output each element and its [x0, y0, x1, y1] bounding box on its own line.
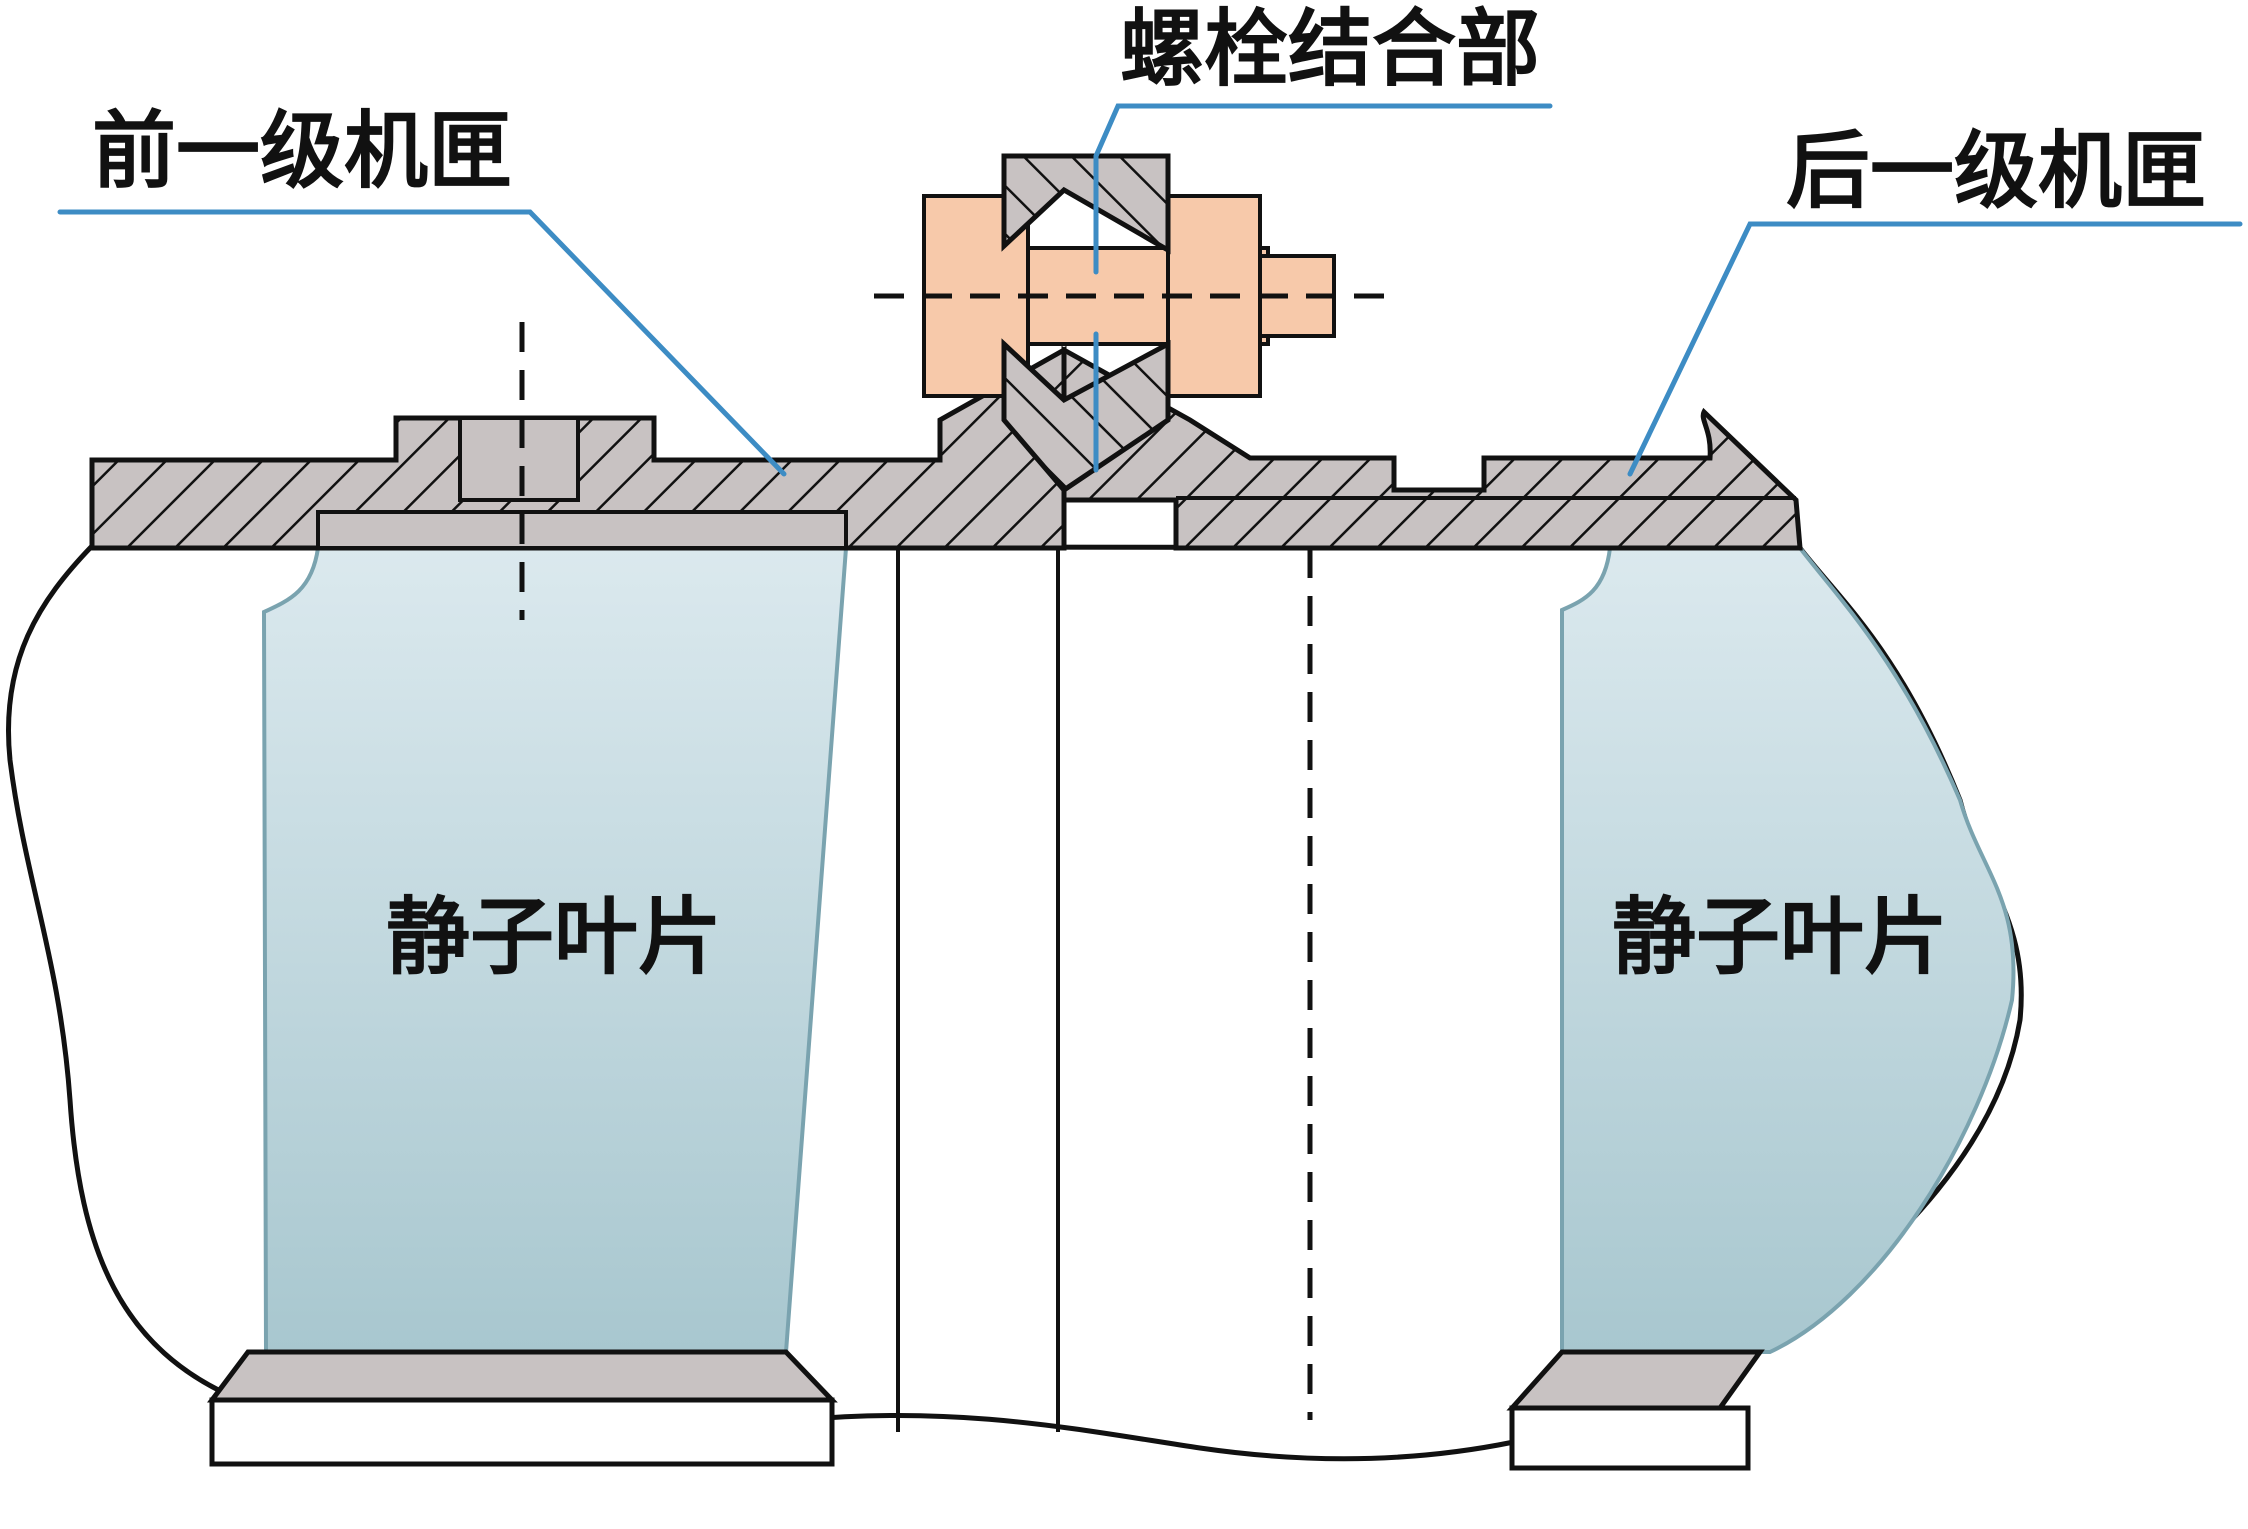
right-shroud-ring	[1509, 1405, 1751, 1471]
left-shroud-base	[207, 1349, 838, 1403]
stator-blade-right-label: 静子叶片	[1612, 887, 1948, 986]
front-casing-inner-strip	[316, 510, 848, 550]
casing-outline	[6, 543, 2024, 1462]
flange-wedge	[1001, 153, 1171, 255]
right-shroud-base	[1506, 1349, 1765, 1411]
leader-front-casing	[57, 209, 787, 477]
stator-blade-left-label: 静子叶片	[386, 887, 722, 986]
leader-bolt-joint	[1093, 103, 1553, 473]
stator-blade-right	[1560, 546, 2016, 1354]
rear-casing-label: 后一级机匣	[1786, 121, 2206, 220]
leader-rear-casing	[1627, 221, 2243, 477]
front-casing-pin-hole	[458, 416, 580, 502]
flange-lower-wedge	[1001, 338, 1171, 494]
front-casing-label: 前一级机匣	[92, 101, 512, 200]
left-shroud-ring	[209, 1397, 835, 1467]
bolt-joint-label: 螺栓结合部	[1120, 0, 1540, 98]
